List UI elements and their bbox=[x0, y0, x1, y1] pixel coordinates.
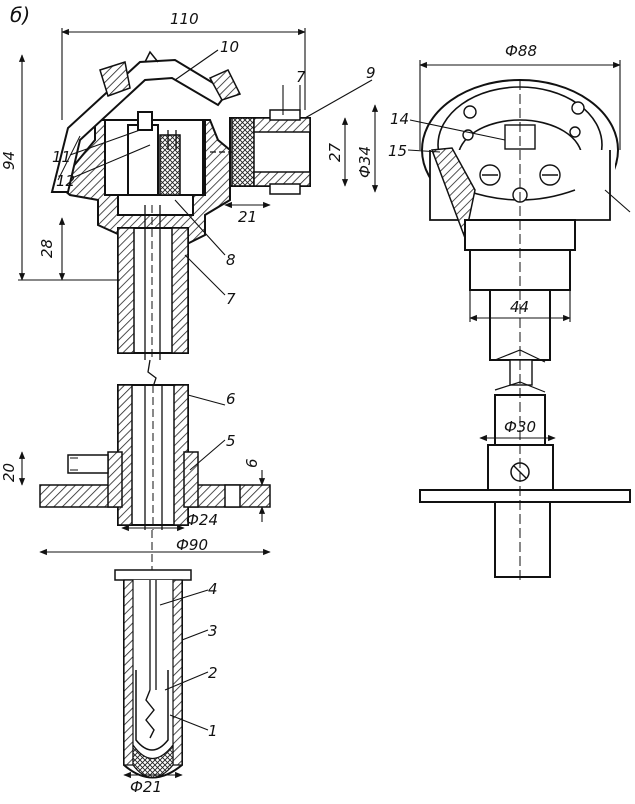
right-external-view bbox=[419, 79, 631, 580]
dim-28: 28 bbox=[38, 239, 56, 258]
dim-21-bottom: Ф21 bbox=[130, 778, 162, 796]
dim-24: Ф24 bbox=[186, 511, 218, 529]
dim-30: Ф30 bbox=[504, 418, 536, 436]
head-lid bbox=[50, 50, 242, 193]
terminal-block bbox=[104, 111, 204, 196]
dim-20: 20 bbox=[0, 463, 18, 482]
callout-3: 3 bbox=[208, 622, 218, 640]
gland-section bbox=[430, 147, 476, 241]
callout-12: 12 bbox=[56, 172, 75, 190]
cable-gland bbox=[210, 109, 311, 195]
dim-90: Ф90 bbox=[176, 536, 208, 554]
left-leader-lines bbox=[69, 49, 373, 731]
thermocouple-sheath bbox=[114, 569, 192, 779]
callout-15: 15 bbox=[388, 142, 407, 160]
dim-6: 6 bbox=[243, 458, 261, 468]
dim-44: 44 bbox=[510, 298, 529, 316]
dim-27: 27 bbox=[326, 142, 344, 162]
callout-4: 4 bbox=[208, 580, 218, 598]
callout-2: 2 bbox=[208, 664, 218, 682]
callout-11: 11 bbox=[52, 148, 71, 166]
figure-label: б) bbox=[10, 3, 30, 27]
dim-110: 110 bbox=[170, 10, 199, 28]
callout-1: 1 bbox=[208, 722, 218, 740]
left-dimension-lines bbox=[18, 28, 379, 779]
fitting-tube bbox=[117, 205, 189, 360]
dim-34: Ф34 bbox=[356, 146, 374, 178]
mounting-flange bbox=[39, 451, 271, 508]
dim-21-top: 21 bbox=[238, 208, 257, 226]
callout-10: 10 bbox=[220, 38, 239, 56]
dim-94: 94 bbox=[0, 151, 18, 170]
callout-7: 7 bbox=[226, 290, 236, 308]
protective-tube bbox=[117, 384, 189, 530]
labels: б) 110 94 7 27 Ф34 21 28 20 6 Ф24 Ф90 Ф2… bbox=[0, 3, 537, 796]
callout-8: 8 bbox=[226, 251, 236, 269]
left-section-view bbox=[39, 50, 311, 779]
callout-5: 5 bbox=[226, 432, 236, 450]
dim-7: 7 bbox=[296, 68, 306, 86]
dim-88: Ф88 bbox=[505, 42, 537, 60]
callout-6: 6 bbox=[226, 390, 236, 408]
callout-9: 9 bbox=[366, 64, 376, 82]
right-dimension-lines bbox=[407, 60, 631, 442]
callout-14: 14 bbox=[390, 110, 409, 128]
